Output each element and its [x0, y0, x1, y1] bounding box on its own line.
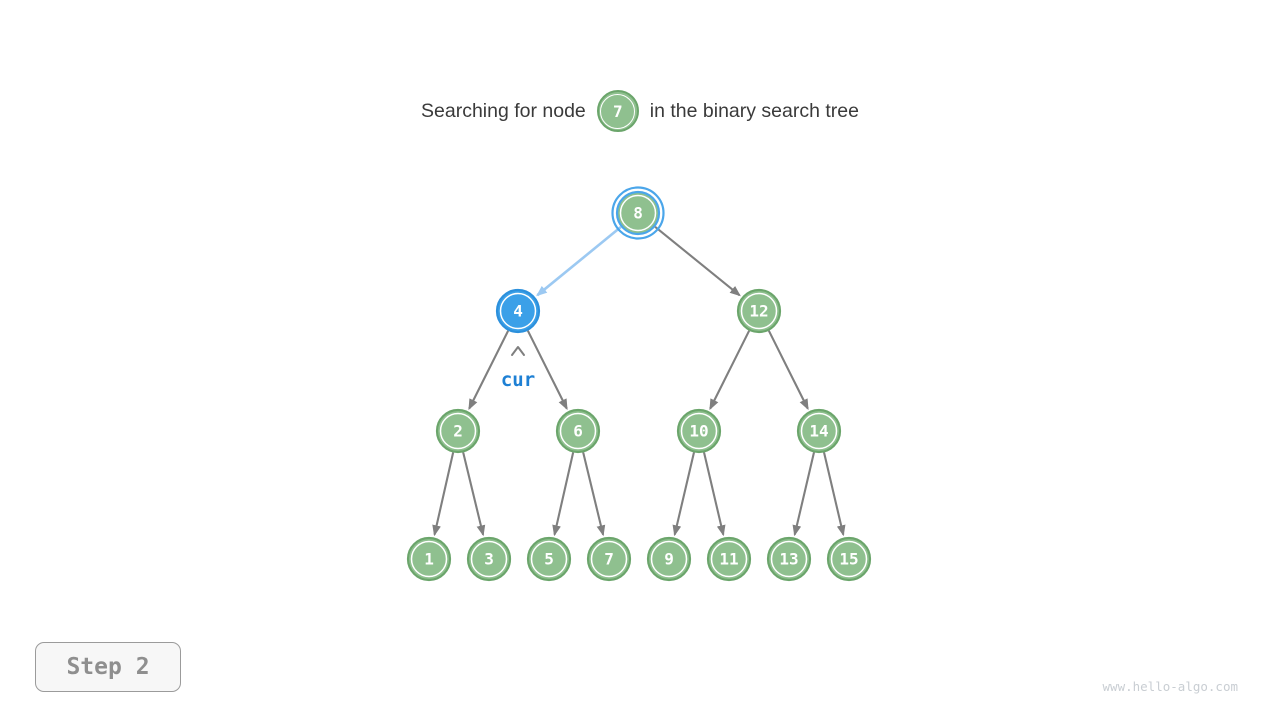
tree-node-value: 4 — [513, 302, 523, 321]
node-inner-ring — [770, 540, 808, 578]
node-circle — [466, 536, 512, 582]
tree-edge — [767, 330, 809, 411]
tree-node-10: 10 — [676, 408, 722, 454]
node-inner-ring — [800, 412, 838, 450]
tree-node-value: 8 — [633, 204, 643, 223]
tree-edge-highlighted — [536, 225, 622, 297]
tree-node-12: 12 — [736, 288, 782, 334]
node-inner-ring — [740, 292, 778, 330]
title-target-node-value: 7 — [612, 101, 623, 121]
tree-node-5: 5 — [526, 536, 572, 582]
tree-edge — [526, 330, 568, 411]
cur-caret-icon — [511, 346, 525, 356]
tree-edge — [702, 452, 726, 537]
node-circle — [826, 536, 872, 582]
node-inner-ring — [559, 412, 597, 450]
node-circle — [676, 408, 722, 454]
tree-node-6: 6 — [555, 408, 601, 454]
node-inner-ring — [830, 540, 868, 578]
figure-title: Searching for node 7 in the binary searc… — [0, 90, 1280, 132]
tree-node-value: 10 — [689, 422, 708, 441]
tree-edge — [792, 452, 816, 537]
tree-node-value: 5 — [544, 550, 554, 569]
tree-edge — [654, 226, 741, 297]
tree-node-value: 11 — [719, 550, 738, 569]
tree-edge — [462, 452, 486, 537]
tree-node-value: 13 — [779, 550, 798, 569]
watermark: www.hello-algo.com — [1102, 679, 1238, 694]
node-circle — [555, 408, 601, 454]
tree-node-value: 7 — [604, 550, 614, 569]
node-circle — [526, 536, 572, 582]
visited-outer-ring — [611, 186, 665, 240]
tree-node-value: 12 — [749, 302, 768, 321]
node-circle — [736, 288, 782, 334]
tree-node-value: 3 — [484, 550, 494, 569]
tree-node-3: 3 — [466, 536, 512, 582]
tree-edge — [582, 452, 606, 537]
title-prefix: Searching for node — [421, 99, 586, 122]
node-inner-ring — [680, 412, 718, 450]
tree-edge — [552, 452, 575, 537]
node-inner-ring — [470, 540, 508, 578]
tree-node-14: 14 — [796, 408, 842, 454]
tree-node-9: 9 — [646, 536, 692, 582]
tree-edge — [822, 452, 846, 537]
node-inner-ring — [600, 93, 636, 129]
node-inner-ring — [650, 540, 688, 578]
node-circle — [706, 536, 752, 582]
node-inner-ring — [499, 292, 537, 330]
node-inner-ring — [410, 540, 448, 578]
node-circle — [646, 536, 692, 582]
node-inner-ring — [710, 540, 748, 578]
node-circle — [435, 408, 481, 454]
tree-node-8: 8 — [611, 186, 665, 240]
node-inner-ring — [530, 540, 568, 578]
node-circle — [495, 288, 541, 334]
tree-node-13: 13 — [766, 536, 812, 582]
tree-node-value: 1 — [424, 550, 434, 569]
tree-edge — [468, 330, 510, 411]
tree-edge — [709, 330, 751, 411]
cur-pointer-label: cur — [501, 369, 535, 391]
tree-node-value: 2 — [453, 422, 463, 441]
title-target-node: 7 — [596, 90, 639, 132]
node-circle — [615, 190, 661, 236]
tree-node-7: 7 — [586, 536, 632, 582]
node-circle — [406, 536, 452, 582]
tree-node-value: 9 — [664, 550, 674, 569]
tree-node-value: 14 — [809, 422, 828, 441]
node-circle — [796, 408, 842, 454]
tree-node-value: 6 — [573, 422, 583, 441]
node-inner-ring — [619, 194, 657, 232]
tree-node-11: 11 — [706, 536, 752, 582]
node-inner-ring — [590, 540, 628, 578]
step-badge: Step 2 — [35, 642, 181, 692]
node-inner-ring — [439, 412, 477, 450]
tree-node-1: 1 — [406, 536, 452, 582]
title-suffix: in the binary search tree — [649, 99, 859, 122]
tree-edge — [672, 452, 696, 537]
node-circle — [766, 536, 812, 582]
tree-node-value: 15 — [839, 550, 858, 569]
tree-node-15: 15 — [826, 536, 872, 582]
tree-node-2: 2 — [435, 408, 481, 454]
tree-node-4: 4 — [495, 288, 541, 334]
node-circle — [586, 536, 632, 582]
tree-edge — [432, 452, 455, 537]
